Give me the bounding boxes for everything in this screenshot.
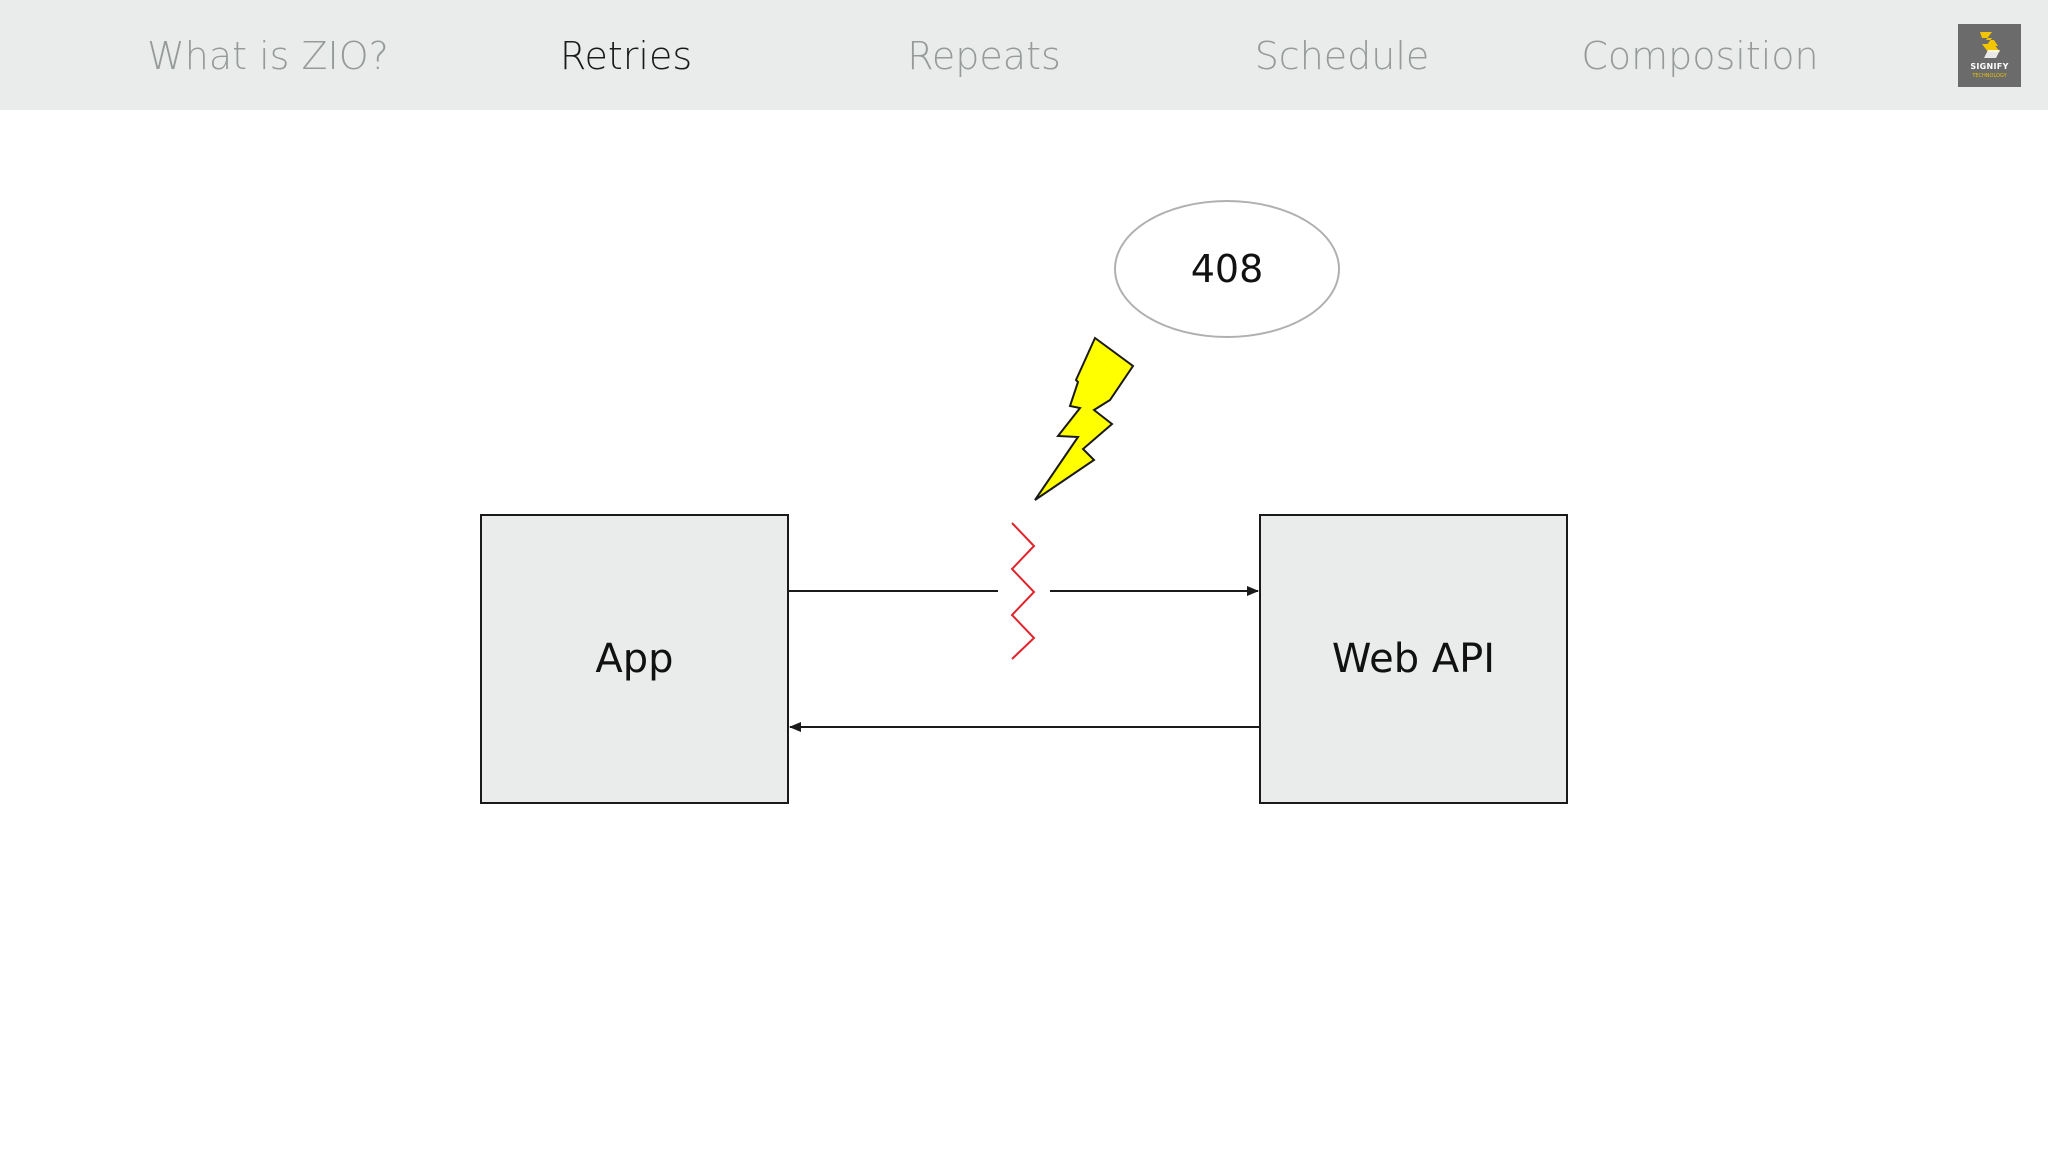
app-box-label: App: [595, 636, 674, 682]
signify-logo: SIGNIFY TECHNOLOGY: [1958, 24, 2021, 87]
app-box: App: [480, 514, 789, 804]
top-navigation: What is ZIO? Retries Repeats Schedule Co…: [0, 0, 2048, 110]
web-api-box: Web API: [1259, 514, 1568, 804]
lightning-bolt-icon: [1034, 336, 1135, 501]
web-api-box-label: Web API: [1331, 636, 1496, 682]
error-code-label: 408: [1190, 247, 1264, 291]
nav-item-retries[interactable]: Retries: [559, 34, 693, 78]
nav-item-schedule[interactable]: Schedule: [1254, 34, 1430, 78]
nav-item-repeats[interactable]: Repeats: [907, 34, 1061, 78]
connection-break-mark: [1010, 522, 1036, 660]
error-code-bubble: 408: [1114, 200, 1340, 338]
logo-tagline: TECHNOLOGY: [1972, 73, 2007, 79]
nav-item-what-is-zio[interactable]: What is ZIO?: [147, 34, 389, 78]
nav-item-composition[interactable]: Composition: [1581, 34, 1819, 78]
logo-name: SIGNIFY: [1970, 62, 2009, 71]
logo-mark-icon: [1980, 32, 2000, 58]
